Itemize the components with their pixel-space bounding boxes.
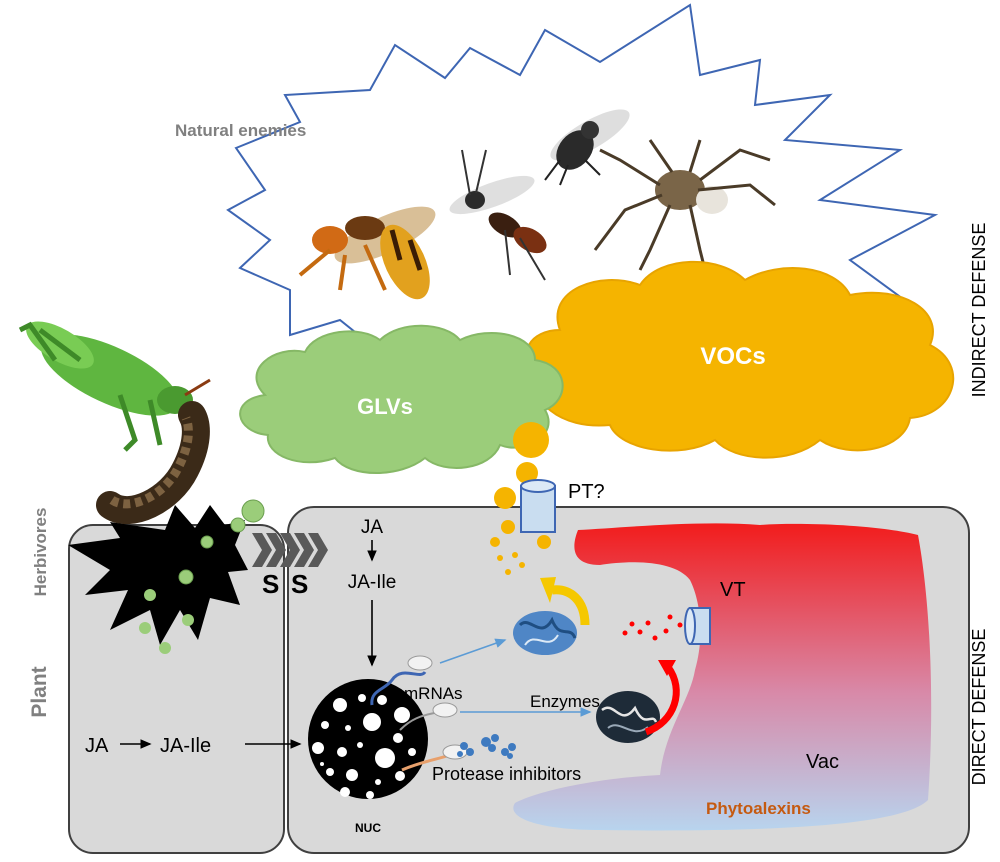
herbivores-side-label: Herbivores — [31, 508, 50, 597]
plant-side-label: Plant — [28, 666, 51, 717]
voc-export-arrow — [540, 577, 590, 626]
vac-label: Vac — [806, 751, 839, 773]
vt-label: VT — [720, 579, 746, 601]
mrna-strand-1 — [370, 670, 427, 706]
arrow-translation-enzymes — [439, 638, 507, 664]
protease-inhibitors-label: Protease inhibitors — [432, 764, 581, 784]
natural-enemies-label: Natural enemies — [175, 121, 306, 140]
parasitoid-wasp-icon — [449, 149, 547, 281]
signal-s-2: S — [291, 569, 308, 599]
vocs-label: VOCs — [700, 343, 765, 370]
enzyme-protein-icon-2 — [596, 691, 660, 743]
grasshopper-icon — [18, 321, 211, 452]
mrnas-label: mRNAs — [404, 684, 463, 703]
pt-label: PT? — [568, 481, 605, 503]
direct-defense-label: DIRECT DEFENSE — [969, 629, 989, 786]
caterpillar-icon — [96, 401, 210, 524]
enzyme-protein-icon — [513, 611, 577, 655]
transporter-icon — [520, 479, 556, 533]
ribosome-icon-2 — [432, 702, 458, 718]
glvs-label: GLVs — [357, 394, 413, 419]
phytoalexin-transport-arrow — [644, 660, 680, 736]
nucleus-icon — [308, 679, 428, 799]
signal-chevrons — [252, 533, 328, 567]
wasp-icon — [298, 206, 436, 300]
phytoalexins-label: Phytoalexins — [706, 799, 811, 818]
phytoalexin-dots — [622, 614, 683, 641]
vacuole — [513, 523, 932, 831]
ja-label-cell2: JA — [361, 517, 384, 538]
ja-ile-label-cell2: JA-Ile — [348, 572, 397, 593]
vacuolar-transporter-icon — [684, 607, 711, 645]
glv-cloud — [239, 324, 564, 474]
protease-inhibitor-icon — [457, 734, 516, 759]
glv-droplets — [139, 499, 265, 654]
signal-s-1: S — [262, 569, 279, 599]
fly-icon — [544, 109, 630, 186]
enzymes-label: Enzymes — [530, 692, 600, 711]
indirect-defense-label: INDIRECT DEFENSE — [969, 223, 989, 398]
ja-label-cell1: JA — [85, 735, 109, 757]
spider-icon — [593, 139, 776, 271]
ja-ile-label-cell1: JA-Ile — [160, 735, 211, 757]
ribosome-icon — [407, 655, 433, 671]
nuc-label: NUC — [355, 821, 381, 835]
voc-droplets — [490, 422, 551, 575]
voc-cloud — [526, 260, 955, 459]
